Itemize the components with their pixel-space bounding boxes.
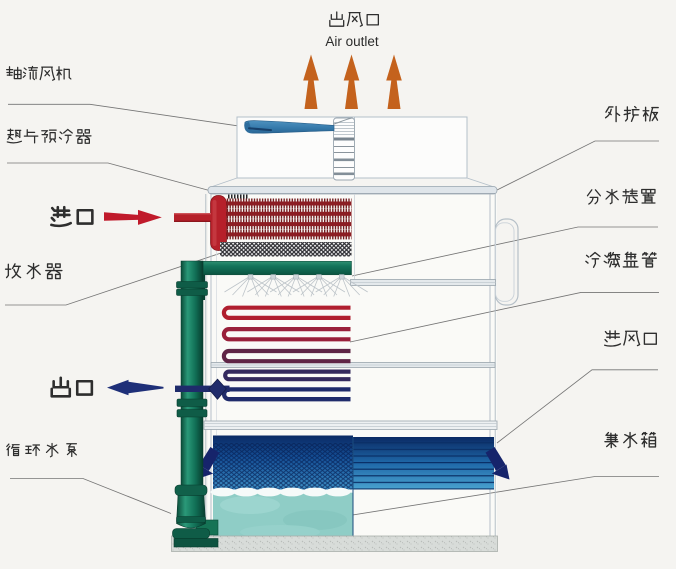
svg-text:Air outlet: Air outlet xyxy=(325,34,379,49)
